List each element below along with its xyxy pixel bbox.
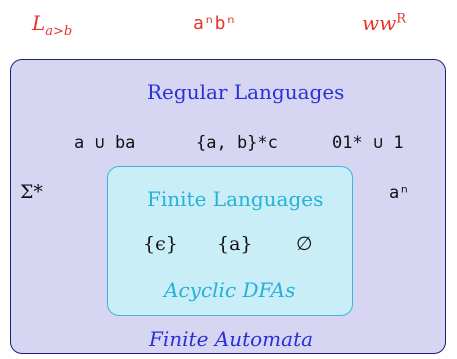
regular-languages-title: Regular Languages bbox=[147, 80, 345, 104]
finite-languages-box bbox=[107, 166, 353, 316]
acyclic-dfas-label: Acyclic DFAs bbox=[164, 278, 296, 302]
label-l-a-greater-b: La>b bbox=[32, 11, 73, 39]
finite-lang-a: {a} bbox=[217, 233, 253, 255]
a-n-label: aⁿ bbox=[389, 183, 410, 203]
regex-a-union-ba: a ∪ ba bbox=[74, 133, 136, 153]
regex-ab-star-c: {a, b}*c bbox=[196, 133, 278, 153]
regex-01-star-union-1: 01* ∪ 1 bbox=[332, 133, 404, 153]
finite-languages-title: Finite Languages bbox=[147, 187, 324, 211]
label-an-bn: aⁿbⁿ bbox=[193, 13, 237, 34]
sigma-star-label: Σ* bbox=[20, 181, 43, 203]
label-ww-r: wwR bbox=[362, 11, 407, 35]
finite-automata-label: Finite Automata bbox=[149, 327, 314, 351]
empty-set-symbol: ∅ bbox=[296, 233, 313, 255]
finite-lang-epsilon: {ϵ} bbox=[143, 233, 178, 255]
